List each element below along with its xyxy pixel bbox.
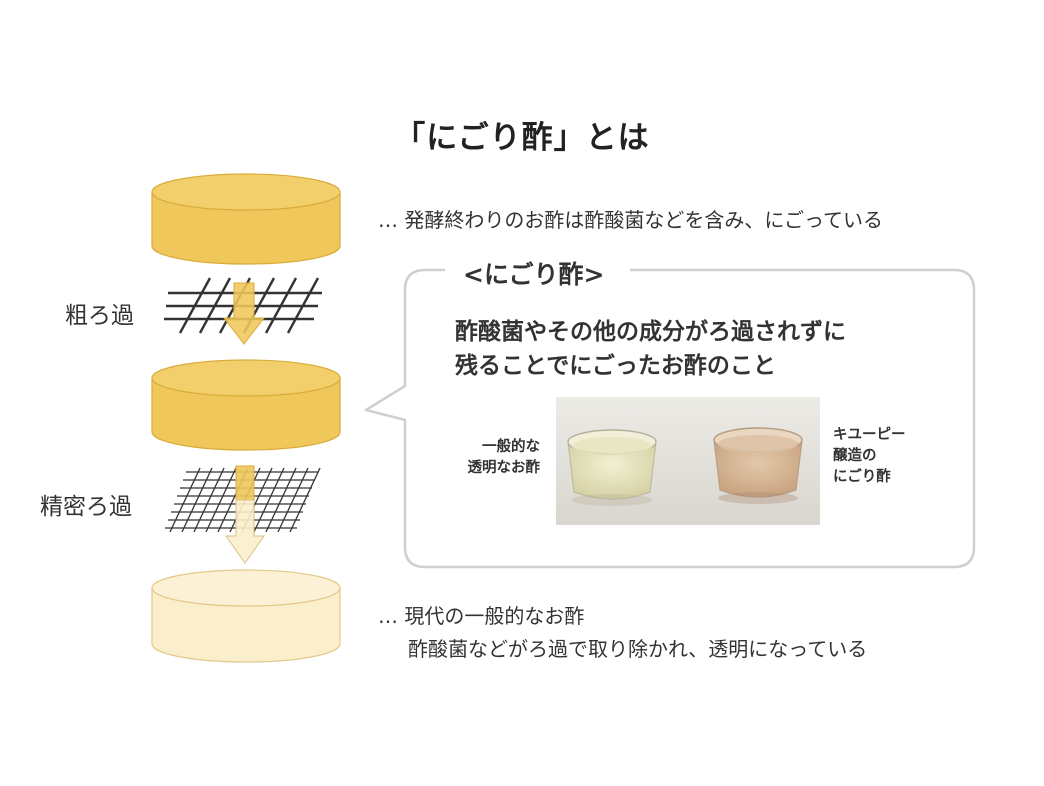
cylinder-unfiltered — [151, 173, 341, 265]
cloudy-vinegar-caption-line: 醸造の — [833, 448, 877, 464]
coarse-filter-label: 粗ろ過 — [65, 303, 134, 329]
cloudy-vinegar-cup — [713, 427, 803, 504]
cloudy-vinegar-caption: キユーピー 醸造の にごり酢 — [833, 425, 906, 488]
clear-vinegar-caption-line: 透明なお酢 — [467, 460, 541, 476]
arrow-coarse — [222, 282, 266, 345]
unfiltered-description: … 発酵終わりのお酢は酢酸菌などを含み、にごっている — [378, 208, 883, 232]
callout-title: <にごり酢> — [455, 255, 613, 291]
cylinder-fine-filtered — [151, 569, 341, 663]
cloudy-vinegar-caption-line: にごり酢 — [833, 469, 891, 485]
filtered-description-line-1: … 現代の一般的なお酢 — [378, 604, 585, 628]
page-title: 「にごり酢」とは — [394, 120, 650, 156]
callout-definition-line-2: 残ることでにごったお酢のこと — [455, 353, 776, 379]
fine-filter-label: 精密ろ過 — [40, 494, 132, 520]
cylinder-coarse-filtered — [151, 359, 341, 451]
arrow-fine — [225, 465, 265, 564]
vinegar-comparison-photo — [556, 397, 820, 525]
clear-vinegar-cup — [567, 429, 657, 506]
filtered-description-line-2: 酢酸菌などがろ過で取り除かれ、透明になっている — [408, 637, 868, 661]
clear-vinegar-caption-line: 一般的な — [482, 439, 540, 455]
callout-definition-line-1: 酢酸菌やその他の成分がろ過されずに — [455, 319, 846, 345]
clear-vinegar-caption: 一般的な 透明なお酢 — [444, 437, 541, 479]
cloudy-vinegar-caption-line: キユーピー — [833, 427, 906, 443]
